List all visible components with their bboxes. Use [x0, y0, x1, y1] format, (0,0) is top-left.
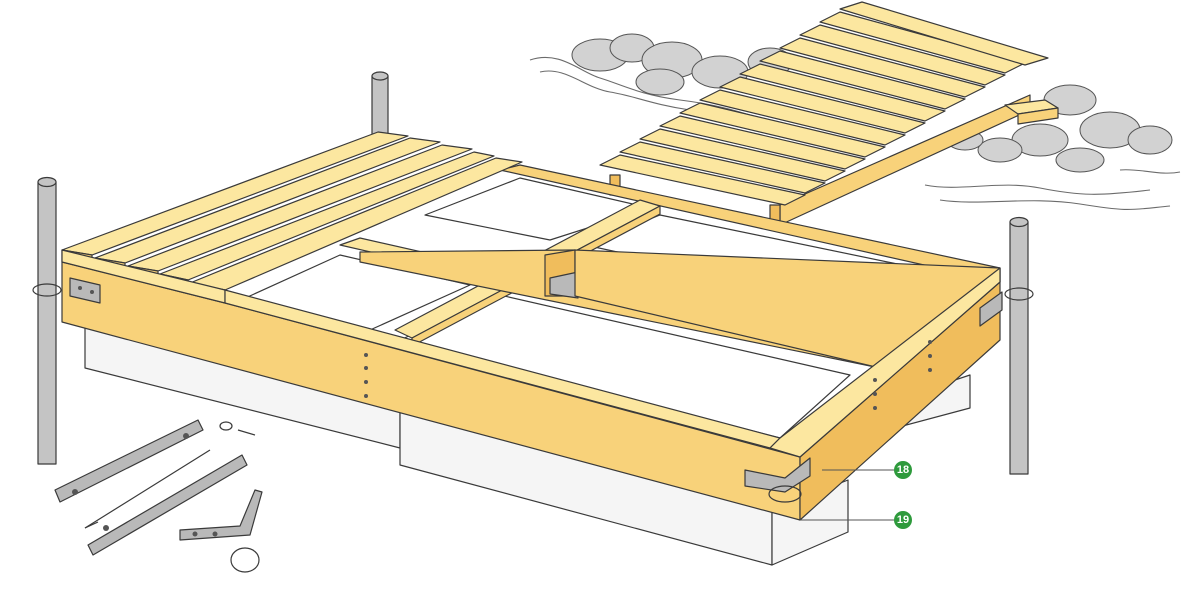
- float-front: [399, 411, 849, 566]
- corner-bracket-front: [744, 457, 811, 503]
- callout-19-label: 19: [897, 514, 909, 526]
- deck-boards: [61, 131, 523, 304]
- callout-19: 19: [800, 511, 912, 529]
- stone: [1127, 125, 1173, 155]
- pipe-post-back: [371, 71, 389, 137]
- gangway: [599, 1, 1059, 226]
- hardware-parts: [54, 419, 263, 573]
- corner-bracket-left: [69, 277, 101, 304]
- stone: [977, 137, 1023, 163]
- stone: [635, 68, 685, 96]
- dock-frame: [229, 164, 1001, 439]
- pipe-post-left: [32, 176, 62, 465]
- stone: [1055, 147, 1105, 173]
- pipe-post-right: [1004, 216, 1034, 475]
- callout-18: 18: [822, 461, 912, 479]
- callout-18-label: 18: [897, 464, 909, 476]
- corner-bracket-right: [979, 291, 1003, 327]
- dock-rim: [61, 249, 1001, 521]
